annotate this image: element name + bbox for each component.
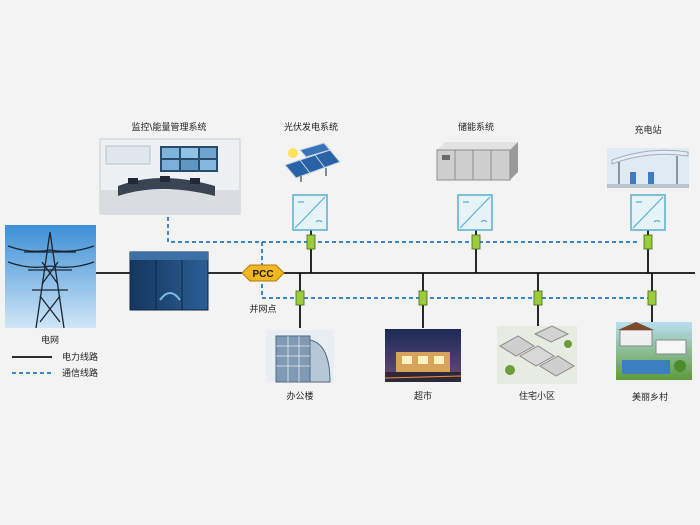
- legend-comm-label: 通信线路: [62, 367, 98, 379]
- converter-pv: [292, 194, 328, 231]
- switchgear-cabinet-image: [129, 251, 209, 311]
- comm-line-top: [167, 210, 640, 243]
- switch-village: [647, 290, 657, 306]
- switch-supermarket: [418, 290, 428, 306]
- supermarket-image: [384, 329, 462, 382]
- grid-label: 电网: [41, 334, 59, 346]
- charging-station-image: [607, 148, 689, 188]
- office-label: 办公楼: [286, 390, 313, 402]
- residential-label: 住宅小区: [519, 390, 555, 402]
- pv-label: 光伏发电系统: [284, 121, 338, 133]
- switch-office: [295, 290, 305, 306]
- storage-label: 储能系统: [458, 121, 494, 133]
- office-building-image: [266, 330, 334, 383]
- legend-power-label: 电力线路: [62, 351, 98, 363]
- switch-charging: [643, 234, 653, 250]
- village-label: 美丽乡村: [632, 391, 668, 403]
- switch-pv: [306, 234, 316, 250]
- comm-lines: [167, 210, 652, 299]
- switch-nodes: [295, 234, 657, 306]
- monitoring-label: 监控\能量管理系统: [131, 121, 206, 133]
- switch-storage: [471, 234, 481, 250]
- storage-cabinet-image: [436, 142, 518, 181]
- converter-charging: [630, 194, 666, 231]
- legend: 电力线路 通信线路: [12, 351, 98, 379]
- village-image: [616, 322, 692, 380]
- grid-tower-image: [5, 225, 96, 329]
- residential-area-image: [497, 325, 577, 384]
- pcc-label: PCC: [252, 269, 273, 280]
- pcc-node: PCC: [241, 264, 285, 282]
- comm-line-bottom: [261, 242, 652, 299]
- pv-panel-image: [284, 142, 341, 182]
- monitoring-room-image: [99, 138, 241, 215]
- converter-storage: [457, 194, 493, 231]
- supermarket-label: 超市: [414, 390, 432, 402]
- pcc-point-label: 并网点: [249, 303, 276, 315]
- switch-residential: [533, 290, 543, 306]
- charging-label: 充电站: [634, 124, 661, 136]
